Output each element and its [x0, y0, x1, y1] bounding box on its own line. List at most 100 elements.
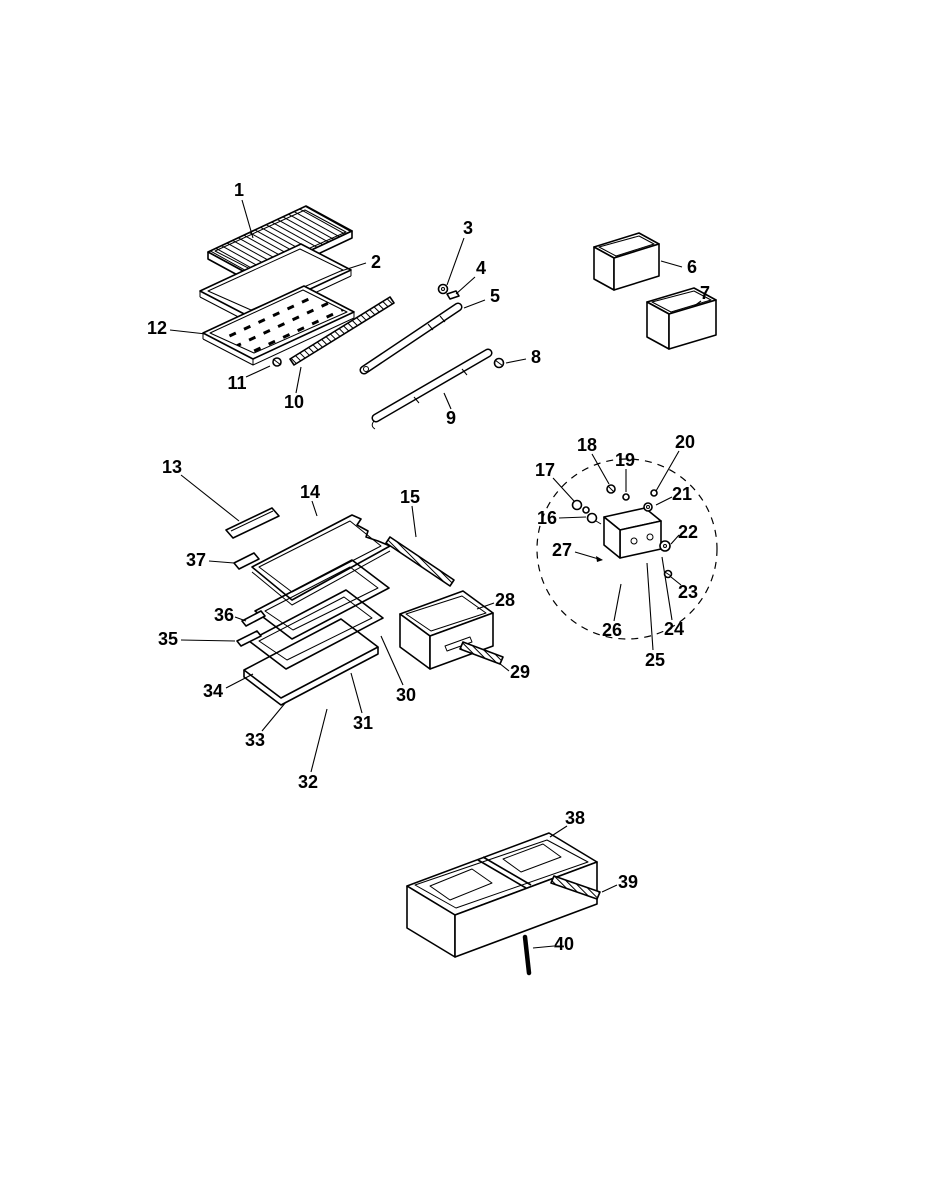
- part-number: 39: [618, 872, 638, 892]
- part-number: 3: [463, 218, 473, 238]
- callout-13: 13: [162, 457, 240, 522]
- trim-strip-part-10: [289, 296, 395, 366]
- shelf-rail-part-9: [371, 348, 493, 430]
- shelf-frame-part-34: [243, 618, 379, 706]
- callout-35: 35: [158, 629, 236, 649]
- part-number: 34: [203, 681, 223, 701]
- callout-40: 40: [532, 934, 574, 954]
- callout-21: 21: [655, 484, 692, 506]
- callout-32: 32: [298, 708, 328, 792]
- callout-16: 16: [537, 508, 587, 528]
- screw-part-8: [493, 357, 505, 369]
- part-number: 16: [537, 508, 557, 528]
- bulb-part-16: [586, 512, 602, 525]
- part-number: 25: [645, 650, 665, 670]
- fastener-part-3: [437, 283, 449, 295]
- callout-14: 14: [300, 482, 320, 517]
- callout-31: 31: [350, 672, 373, 733]
- part-number: 14: [300, 482, 320, 502]
- part-number: 26: [602, 620, 622, 640]
- shelf-frame-part-32-33: [248, 589, 384, 670]
- callout-39: 39: [601, 872, 638, 893]
- part-number: 35: [158, 629, 178, 649]
- callout-25: 25: [645, 562, 665, 670]
- callout-19: 19: [615, 450, 635, 492]
- part-number: 24: [664, 619, 684, 639]
- knob-part-22: [659, 540, 671, 552]
- clip-part-4: [446, 290, 460, 300]
- callout-34: 34: [203, 673, 254, 701]
- callout-26: 26: [602, 583, 622, 640]
- part-number: 28: [495, 590, 515, 610]
- drawer-part-28: [399, 590, 494, 670]
- callout-23: 23: [670, 576, 698, 602]
- part-number: 37: [186, 550, 206, 570]
- part-number: 32: [298, 772, 318, 792]
- callout-7: 7: [692, 283, 710, 308]
- callout-24: 24: [661, 556, 684, 639]
- vented-shelf-part-12: [202, 285, 355, 366]
- part-number: 17: [535, 460, 555, 480]
- callout-9: 9: [443, 392, 456, 428]
- callout-20: 20: [655, 432, 695, 492]
- part-number: 8: [531, 347, 541, 367]
- part-number: 1: [234, 180, 244, 200]
- callout-28: 28: [476, 590, 515, 610]
- strip-part-35: [236, 630, 262, 647]
- part-number: 19: [615, 450, 635, 470]
- part-number: 27: [552, 540, 572, 560]
- part-number: 4: [476, 258, 486, 278]
- bin-part-6: [593, 232, 660, 291]
- callout-17: 17: [535, 460, 575, 502]
- callout-30: 30: [380, 635, 416, 705]
- part-number: 13: [162, 457, 182, 477]
- part-number: 18: [577, 435, 597, 455]
- control-assembly-detail: [536, 458, 718, 640]
- washer-part-19: [622, 493, 630, 501]
- callout-18: 18: [577, 435, 610, 485]
- part-number: 7: [700, 283, 710, 303]
- callout-6: 6: [660, 257, 697, 277]
- part-number: 29: [510, 662, 530, 682]
- part-number: 40: [554, 934, 574, 954]
- part-number: 31: [353, 713, 373, 733]
- pin-part-40: [522, 934, 532, 976]
- part-number: 30: [396, 685, 416, 705]
- callout-15: 15: [400, 487, 420, 538]
- terminal-part-20: [650, 489, 658, 497]
- callout-11: 11: [227, 365, 271, 393]
- part-number: 15: [400, 487, 420, 507]
- part-number: 5: [490, 286, 500, 306]
- part-number: 21: [672, 484, 692, 504]
- grommet-part-21: [643, 502, 653, 512]
- part-number: 23: [678, 582, 698, 602]
- part-number: 12: [147, 318, 167, 338]
- strip-part-36: [241, 610, 266, 627]
- nut-part-17: [571, 499, 590, 514]
- bin-part-7: [646, 287, 717, 350]
- part-number: 6: [687, 257, 697, 277]
- part-number: 36: [214, 605, 234, 625]
- callout-37: 37: [186, 550, 235, 570]
- part-number: 38: [565, 808, 585, 828]
- part-number: 11: [227, 373, 246, 393]
- part-number: 2: [371, 252, 381, 272]
- callout-3: 3: [446, 218, 473, 286]
- support-bar-part-13: [225, 507, 280, 539]
- callout-5: 5: [463, 286, 500, 309]
- screw-part-18: [606, 484, 616, 494]
- callout-27: 27: [552, 540, 603, 562]
- callout-4: 4: [455, 258, 486, 295]
- callout-38: 38: [549, 808, 585, 838]
- part-number: 33: [245, 730, 265, 750]
- callout-22: 22: [670, 522, 698, 545]
- part-number: 20: [675, 432, 695, 452]
- callout-10: 10: [284, 366, 304, 412]
- part-number: 10: [284, 392, 304, 412]
- shelf-rail-part-5: [359, 302, 463, 375]
- screw-part-11: [272, 357, 282, 367]
- detail-circle: [536, 458, 718, 640]
- callout-2: 2: [340, 252, 381, 272]
